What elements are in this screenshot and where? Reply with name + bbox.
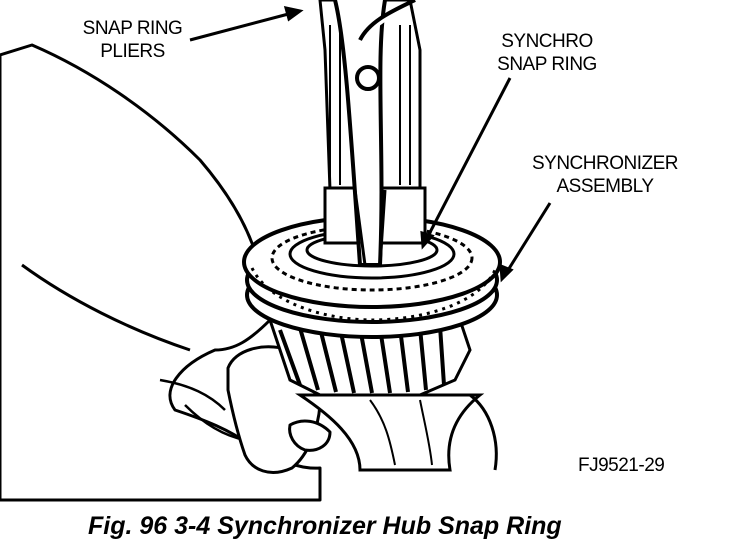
leader-arrows — [189, 6, 552, 283]
label-line: SNAP RING — [497, 54, 597, 75]
label-line: SNAP RING — [82, 18, 183, 39]
snap-ring-pliers — [318, 0, 427, 267]
reference-code: FJ9521-29 — [578, 455, 665, 476]
label-line: SYNCHRONIZER — [531, 153, 679, 174]
label-synchro-snap-ring: SYNCHRO SNAP RING — [488, 30, 606, 76]
gear-teeth — [267, 318, 498, 472]
label-line: PLIERS — [100, 41, 165, 62]
figure-caption: Fig. 96 3-4 Synchronizer Hub Snap Ring — [88, 512, 562, 540]
label-snap-ring-pliers: SNAP RING PLIERS — [70, 17, 195, 63]
label-line: SYNCHRO — [501, 31, 593, 52]
label-synchronizer-assembly: SYNCHRONIZER ASSEMBLY — [520, 152, 690, 198]
label-line: ASSEMBLY — [556, 176, 654, 197]
